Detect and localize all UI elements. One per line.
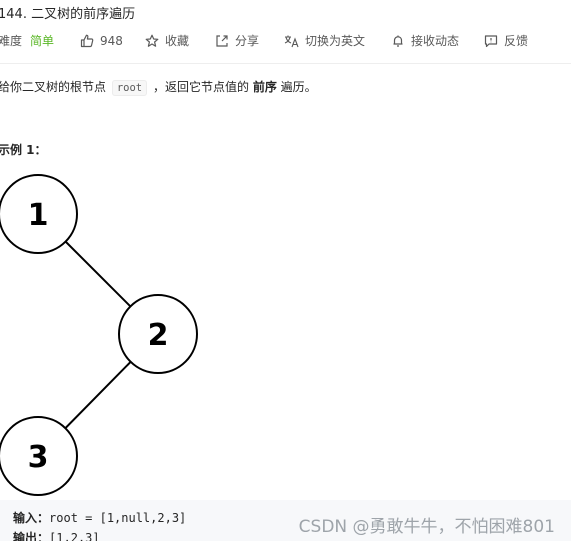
example-input: 输入：root = [1,null,2,3] [13, 509, 186, 526]
problem-title: 144. 二叉树的前序遍历 [0, 7, 136, 22]
notify-label: 接收动态 [411, 34, 460, 48]
like-button[interactable]: 948 [80, 31, 123, 51]
switch-language-label: 切换为英文 [305, 34, 366, 48]
share-icon [215, 34, 229, 48]
output-label: 输出： [13, 531, 50, 541]
favorite-label: 收藏 [165, 34, 190, 48]
example-tree-diagram: 1 2 3 [0, 174, 198, 496]
feedback-label: 反馈 [504, 34, 529, 48]
example-output: 输出：[1,2,3] [13, 529, 100, 541]
tree-node-label: 3 [28, 440, 49, 475]
favorite-button[interactable]: 收藏 [145, 31, 189, 51]
input-label: 输入： [13, 511, 50, 525]
notify-button[interactable]: 接收动态 [391, 31, 459, 51]
translate-icon [284, 34, 299, 48]
feedback-button[interactable]: 反馈 [484, 31, 528, 51]
share-label: 分享 [235, 34, 260, 48]
difficulty: 难度 简单 [0, 31, 54, 51]
tree-node-label: 1 [28, 198, 49, 233]
description-text-1: 给你二叉树的根节点 [0, 80, 107, 94]
input-value: root = [1,null,2,3] [49, 511, 187, 525]
tree-node-3: 3 [0, 416, 78, 496]
difficulty-label: 难度 [0, 34, 23, 48]
difficulty-value: 简单 [30, 34, 55, 48]
csdn-watermark: CSDN @勇敢牛牛，不怕困难801 [298, 517, 555, 537]
description-bold: 前序 [252, 80, 277, 94]
star-icon [145, 34, 159, 48]
thumbs-up-icon [80, 34, 94, 48]
tree-node-2: 2 [118, 294, 198, 374]
inline-code-root: root [111, 80, 148, 96]
example-io-block: 输入：root = [1,null,2,3] 输出：[1,2,3] [0, 500, 571, 541]
description-text-2: ，返回它节点值的 [152, 80, 249, 94]
header-divider [0, 63, 571, 64]
likes-count: 948 [100, 34, 123, 48]
output-value: [1,2,3] [49, 531, 100, 541]
feedback-icon [484, 34, 498, 48]
tree-node-label: 2 [148, 318, 169, 353]
share-button[interactable]: 分享 [215, 31, 259, 51]
problem-meta-bar: 难度 简单 948 收藏 [0, 31, 571, 51]
example-title: 示例 1： [0, 143, 47, 157]
problem-description: 给你二叉树的根节点 root ，返回它节点值的 前序 遍历。 [0, 77, 317, 98]
tree-node-1: 1 [0, 174, 78, 254]
description-text-3: 遍历。 [280, 80, 317, 94]
switch-language-button[interactable]: 切换为英文 [284, 31, 365, 51]
bell-icon [391, 34, 405, 48]
